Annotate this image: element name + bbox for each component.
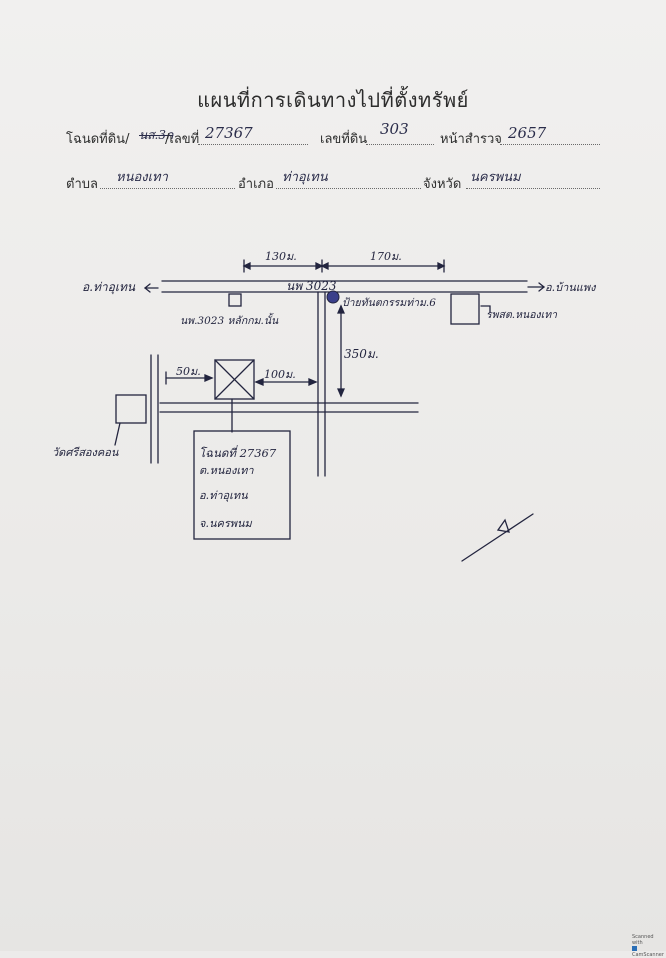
highway-marker-label: นพ.3023 หลักกม.นั้น	[180, 312, 279, 327]
box-line-2: ต.หนองเทา	[199, 464, 254, 477]
land-no-label: เลขที่ดิน	[320, 132, 368, 147]
dist-vertical-label: 350ม.	[344, 347, 379, 361]
east-destination-label: อ.บ้านแพง	[545, 281, 597, 294]
deed-label: โฉนดที่ดิน/	[66, 132, 130, 147]
watermark-line2: CamScanner	[632, 952, 664, 958]
dist-100-label: 100ม.	[264, 368, 296, 381]
km-marker-square	[228, 293, 242, 307]
document-title: แผนที่การเดินทางไปที่ตั้งทรัพย์	[197, 88, 469, 112]
watermark-line1: Scanned with	[632, 934, 654, 946]
property-plot	[214, 359, 255, 400]
land-no-value: 303	[380, 120, 409, 138]
district-value: ท่าอุเทน	[282, 170, 328, 185]
subdistrict-line	[100, 188, 235, 189]
deed-number-line	[198, 144, 308, 145]
road-number-label: นพ 3023	[286, 279, 337, 293]
survey-page-value: 2657	[508, 124, 547, 142]
dist-left-label: 130ม.	[265, 250, 297, 263]
subdistrict-label: ตำบล	[66, 177, 98, 192]
province-line	[466, 188, 600, 189]
survey-page-line	[500, 144, 600, 145]
temple-label: วัดศรีสองคอน	[52, 446, 119, 459]
dist-50-label: 50ม.	[176, 365, 201, 378]
land-no-line	[366, 144, 434, 145]
location-marker	[326, 290, 340, 304]
dist-right-label: 170ม.	[370, 250, 402, 263]
survey-page-label: หน้าสำรวจ	[440, 132, 502, 147]
deed-number-value: 27367	[205, 124, 253, 142]
marker-label: ป้ายทันตกรรมท่าม.6	[342, 297, 436, 309]
district-label: อำเภอ	[238, 177, 274, 192]
province-label: จังหวัด	[423, 177, 462, 192]
box-line-1: โฉนดที่ 27367	[199, 445, 277, 460]
camscanner-logo-icon	[632, 946, 637, 951]
deed-struck-text: นส.3ก	[139, 128, 174, 142]
district-line	[276, 188, 421, 189]
camscanner-watermark: Scanned with CamScanner	[632, 934, 664, 958]
subdistrict-value: หนองเทา	[116, 170, 168, 185]
west-destination-label: อ.ท่าอุเทน	[82, 280, 136, 295]
deed-info-box	[193, 430, 291, 540]
province-value: นครพนม	[470, 170, 521, 185]
north-arrow-shaft	[461, 513, 534, 562]
health-center-label: รพสต.หนองเทา	[486, 309, 558, 321]
box-line-4: จ.นครพนม	[199, 517, 252, 530]
deed-number-label: /เลขที่	[165, 132, 200, 147]
temple-square	[115, 394, 147, 424]
health-center-square	[450, 293, 480, 325]
box-line-3: อ.ท่าอุเทน	[199, 489, 248, 502]
